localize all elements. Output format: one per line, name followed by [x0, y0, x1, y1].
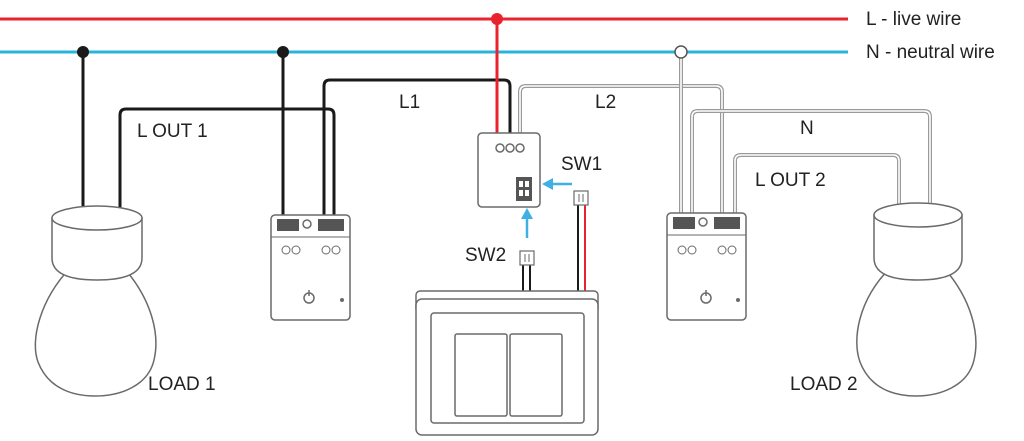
sw2-lead	[519, 250, 535, 292]
lout1-label: L OUT 1	[137, 121, 208, 142]
neutral-junction-2	[277, 46, 289, 58]
sw1-lead	[573, 190, 589, 292]
central-module	[477, 132, 541, 208]
neutral-junction-1	[77, 46, 89, 58]
double-wall-switch-icon	[415, 290, 599, 436]
sw1-arrow-icon	[542, 178, 572, 190]
sw2-label: SW2	[465, 245, 507, 266]
l1-label: L1	[399, 92, 421, 113]
l1-wire	[322, 78, 512, 222]
live-junction	[491, 13, 503, 25]
load2-label: LOAD 2	[790, 374, 858, 395]
load1-label: LOAD 1	[148, 374, 216, 395]
sw2-arrow-icon	[521, 208, 533, 238]
neutral-junction-3	[674, 45, 688, 59]
l2-label: L2	[595, 92, 617, 113]
neutral-wire-label: N - neutral wire	[866, 42, 995, 63]
load1-bulb-icon	[34, 205, 157, 397]
lout1-wire	[118, 107, 336, 222]
neutral-drops	[81, 52, 285, 222]
lout2-label: L OUT 2	[755, 170, 826, 191]
live-wire-label: L - live wire	[866, 9, 962, 30]
relay-module-2	[666, 212, 747, 321]
load2-bulb-icon	[856, 202, 977, 397]
relay-module-1	[270, 214, 351, 321]
sw1-label: SW1	[561, 154, 603, 175]
n-label: N	[800, 118, 814, 139]
